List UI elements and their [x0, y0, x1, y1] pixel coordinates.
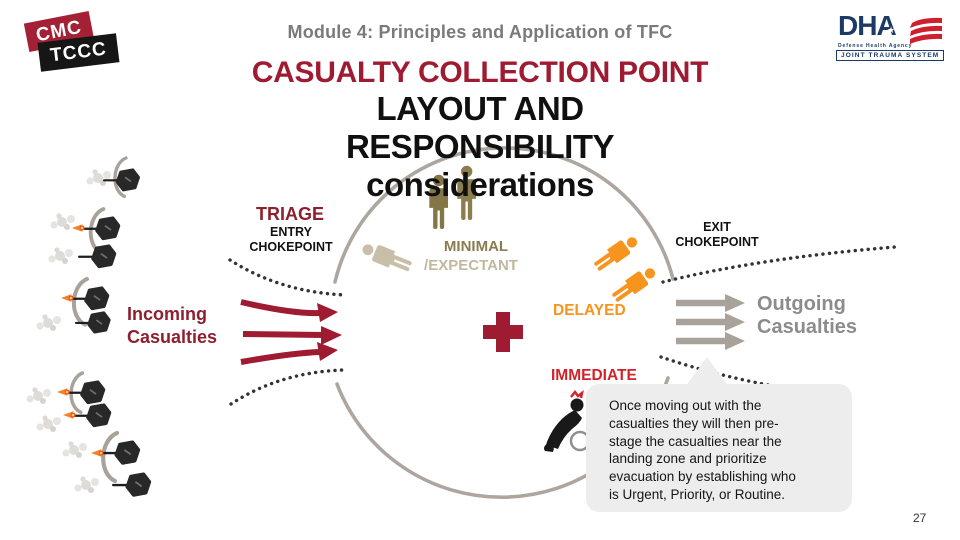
incoming-arrows	[240, 299, 342, 365]
expectant-lying-icon	[359, 239, 414, 276]
slide-title-line1: CASUALTY COLLECTION POINT	[251, 56, 709, 89]
dha-agency-line: Defense Health Agency	[838, 43, 913, 49]
entry-chokepoint-label: ENTRY CHOKEPOINT	[249, 225, 333, 254]
page-number: 27	[913, 511, 927, 525]
callout-tail	[685, 357, 729, 387]
dha-flag-stripes-icon	[910, 17, 942, 44]
entry-funnel-dotted-lines	[228, 258, 347, 406]
immediate-label: IMMEDIATE	[551, 367, 637, 384]
soldiers-firing-cluster-3	[36, 277, 111, 334]
minimal-label: MINIMAL	[443, 238, 509, 255]
dha-system-line: JOINT TRAUMA SYSTEM	[836, 50, 945, 61]
outgoing-casualties-label: Outgoing Casualties	[757, 293, 858, 338]
medical-cross-icon	[483, 312, 523, 352]
outgoing-arrows	[676, 294, 745, 350]
module-header: Module 4: Principles and Application of …	[287, 22, 673, 42]
soldiers-firing-cluster-1	[86, 156, 140, 199]
soldiers-firing-cluster-2	[48, 207, 121, 269]
delayed-casualties-icons	[591, 232, 659, 306]
slide-title-line2: LAYOUT AND RESPONSIBILITY considerations	[345, 90, 615, 203]
exit-chokepoint-label: EXIT CHOKEPOINT	[675, 220, 759, 249]
dha-star-icon: ★	[887, 25, 896, 35]
immediate-casualty-icon	[544, 389, 591, 452]
dha-acronym: DHA	[838, 10, 897, 41]
delayed-label: DELAYED	[553, 302, 626, 319]
evacuation-callout: Once moving out with the casualties they…	[586, 384, 852, 512]
soldiers-firing-cluster-4	[26, 371, 112, 432]
dha-logo: DHA ★ Defense Health Agency JOINT TRAUMA…	[836, 10, 945, 68]
triage-label: TRIAGE	[255, 204, 325, 224]
incoming-casualties-label: Incoming Casualties	[127, 304, 218, 348]
expectant-label: /EXPECTANT	[424, 257, 518, 274]
soldiers-firing-cluster-5	[62, 433, 152, 497]
